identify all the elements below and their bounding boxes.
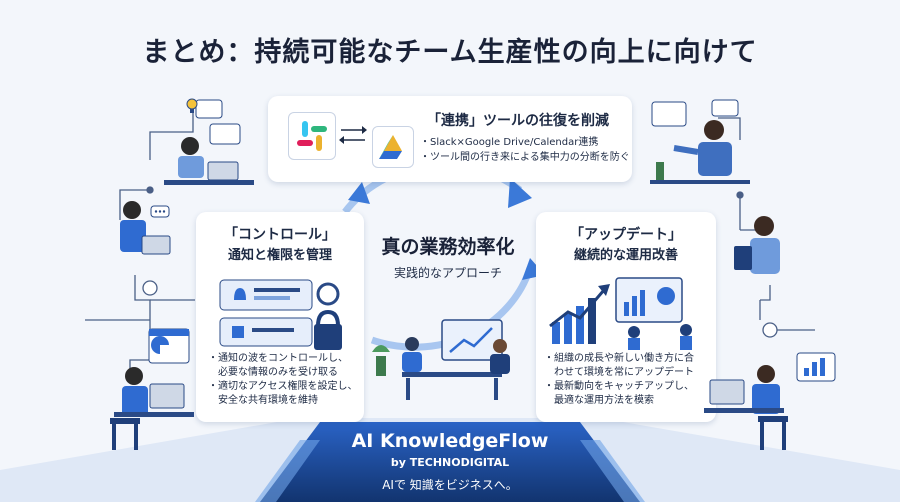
top-card-title: 「連携」ツールの往復を削減	[427, 113, 609, 129]
left-card-bullet: ・適切なアクセス権限を設定し、	[208, 381, 358, 392]
left-card-bullet: ・通知の波をコントロールし、	[208, 353, 348, 364]
brand-byline: by TECHNODIGITAL	[390, 456, 510, 469]
right-card-bullet: ・組織の成長や新しい働き方に合	[544, 353, 694, 364]
brand-tagline: AIで 知識をビジネスへ。	[382, 478, 518, 492]
top-card-bullet: ・ツール間の行き来による集中力の分断を防ぐ	[420, 152, 630, 163]
notification-settings-illustration	[216, 274, 346, 354]
top-card-bullet: ・Slack×Google Drive/Calendar連携	[420, 137, 599, 148]
right-card-bullet: ・最新動向をキャッチアップし、	[544, 381, 694, 392]
growth-chart-illustration	[546, 272, 706, 352]
right-card-bullet: わせて環境を常にアップデート	[554, 367, 694, 378]
lightbulb-icon	[185, 98, 199, 114]
right-card-title: 「アップデート」	[570, 227, 682, 243]
page-title: まとめ：持続可能なチーム生産性の向上に向けて	[142, 37, 758, 68]
speech-bubble-icon	[150, 205, 170, 221]
slack-icon	[288, 112, 336, 160]
person-presenting-illustration	[650, 96, 760, 188]
sync-arrows-icon	[338, 122, 368, 148]
left-card-subtitle: 通知と権限を管理	[227, 248, 332, 263]
center-subtitle: 実践的なアプローチ	[393, 266, 502, 280]
card-update: 「アップデート」 継続的な運用改善 ・組織の成長や新しい働き方に合 わせて環境を…	[536, 212, 716, 422]
person-at-desk-left-illustration	[104, 362, 200, 454]
person-with-tablet-illustration	[728, 210, 798, 294]
right-card-subtitle: 継続的な運用改善	[573, 248, 678, 263]
right-card-bullet: 最適な運用方法を模索	[554, 395, 654, 406]
chart-window-left-icon	[148, 328, 190, 364]
person-with-laptop-left-illustration	[108, 196, 178, 276]
card-integration: 「連携」ツールの往復を削減 ・Slack×Google Drive/Calend…	[268, 96, 632, 182]
left-card-bullet: 必要な情報のみを受け取る	[218, 367, 338, 378]
left-card-bullet: 安全な共有環境を維持	[218, 395, 318, 406]
google-drive-icon	[372, 126, 414, 168]
center-title: 真の業務効率化	[381, 236, 515, 258]
person-at-desk-right-illustration	[700, 360, 796, 454]
left-card-title: 「コントロール」	[224, 227, 336, 243]
brand-name: AI KnowledgeFlow	[351, 430, 549, 452]
card-control: 「コントロール」 通知と権限を管理 ・通知の波をコントロールし、 必要な情報のみ…	[196, 212, 364, 422]
chart-window-right-icon	[796, 352, 836, 382]
team-meeting-illustration	[372, 316, 532, 404]
person-laptop-illustration	[160, 98, 270, 190]
